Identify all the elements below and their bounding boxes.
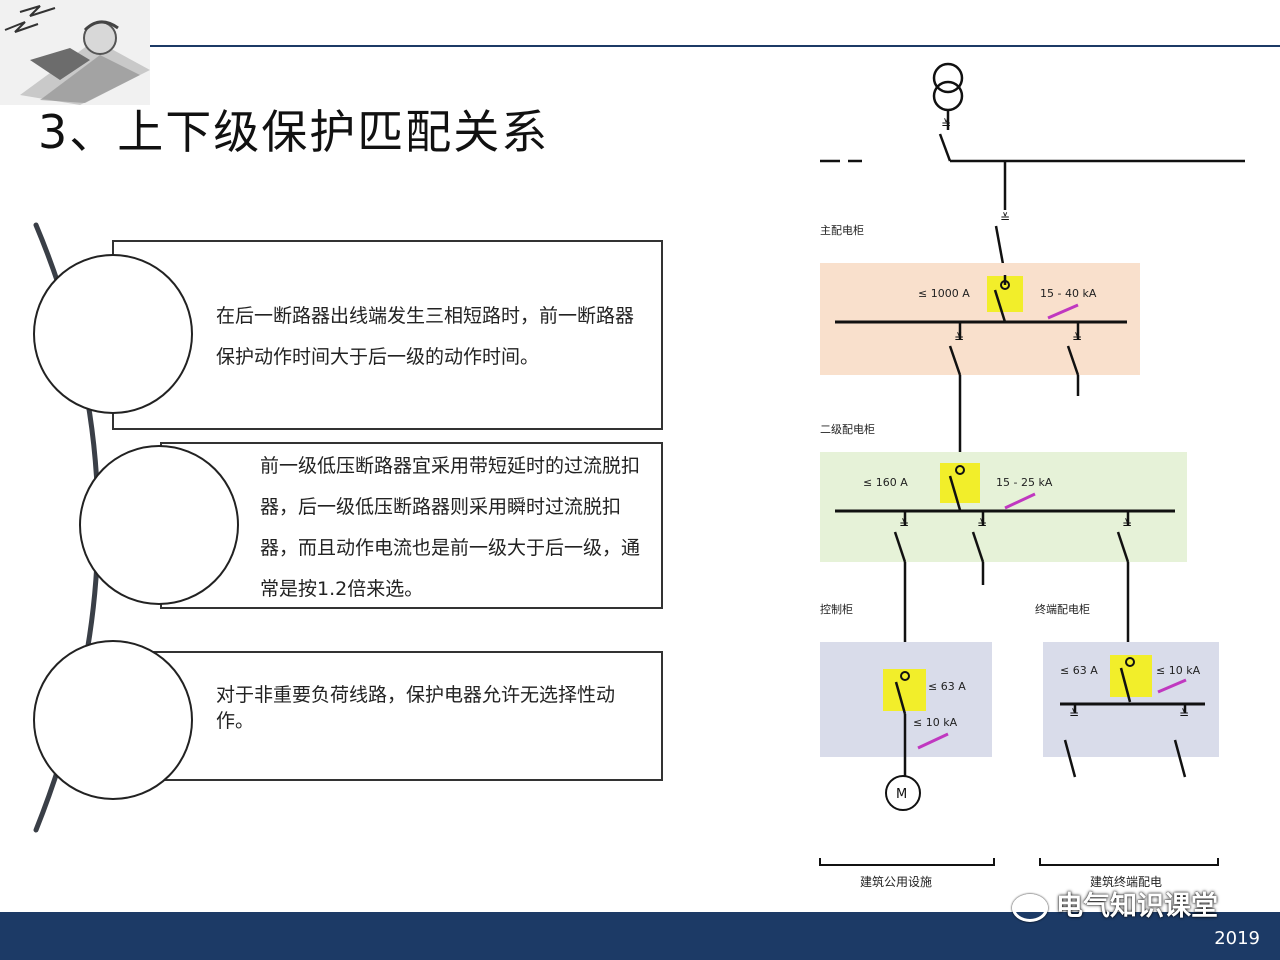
year-label: 2019 — [1214, 928, 1260, 949]
svg-text:≚: ≚ — [1069, 707, 1079, 721]
secondary-short-label: 15 - 25 kA — [996, 476, 1053, 489]
watermark: 电气知识课堂 — [1012, 884, 1218, 923]
motor-label: M — [896, 787, 907, 802]
main-short-label: 15 - 40 kA — [1040, 287, 1097, 300]
secondary-panel-label: 二级配电柜 — [820, 423, 875, 436]
motor-icon — [885, 775, 921, 811]
item-text-3: 对于非重要负荷线路，保护电器允许无选择性动作。 — [216, 684, 616, 732]
svg-text:≚: ≚ — [954, 331, 964, 345]
control-short-label: ≤ 10 kA — [913, 716, 958, 729]
item-circle-3 — [33, 640, 193, 800]
secondary-current-label: ≤ 160 A — [863, 476, 908, 489]
terminal-breaker-highlight — [1110, 655, 1152, 697]
terminal-current-label: ≤ 63 A — [1060, 664, 1098, 677]
page-title: 3、上下级保护匹配关系 — [38, 105, 550, 159]
secondary-panel — [820, 452, 1187, 562]
svg-text:≚: ≚ — [1179, 707, 1189, 721]
terminal-panel-label: 终端配电柜 — [1035, 602, 1090, 616]
secondary-breaker-highlight — [940, 463, 980, 503]
item-circle-2 — [79, 445, 239, 605]
bottom-left-label: 建筑公用设施 — [860, 874, 932, 889]
svg-text:≚: ≚ — [1072, 331, 1082, 345]
svg-text:≚: ≚ — [1000, 211, 1010, 225]
main-panel — [820, 263, 1140, 375]
electrician-illustration-icon — [4, 5, 150, 105]
control-panel-label: 控制柜 — [820, 602, 853, 616]
svg-text:≚: ≚ — [977, 517, 987, 531]
transformer-icon — [932, 62, 964, 130]
terminal-short-label: ≤ 10 kA — [1156, 664, 1201, 677]
wechat-icon — [1012, 893, 1048, 922]
footer-bar — [0, 912, 1280, 960]
svg-text:≚: ≚ — [941, 117, 951, 131]
logo — [0, 0, 150, 105]
item-circle-1 — [33, 254, 193, 414]
header-divider — [150, 45, 1280, 47]
protection-diagram: ≚ ≚ 主配电柜 ≤ 1000 A 15 - 40 kA ≚ ≚ 二级配电柜 ≤… — [819, 62, 1245, 889]
control-current-label: ≤ 63 A — [928, 680, 966, 693]
svg-text:≚: ≚ — [1122, 517, 1132, 531]
item-box-1 — [112, 240, 663, 430]
item-box-2 — [160, 442, 663, 609]
item-text-1: 在后一断路器出线端发生三相短路时，前一断路器保护动作时间大于后一级的动作时间。 — [216, 305, 635, 368]
main-panel-label: 主配电柜 — [820, 224, 864, 237]
control-breaker-highlight — [883, 669, 926, 711]
svg-text:≚: ≚ — [899, 517, 909, 531]
main-current-label: ≤ 1000 A — [918, 287, 970, 300]
item-text-2: 前一级低压断路器宜采用带短延时的过流脱扣器，后一级低压断路器则采用瞬时过流脱扣器… — [260, 455, 641, 600]
bottom-right-label: 建筑终端配电 — [1090, 874, 1162, 889]
watermark-text: 电气知识课堂 — [1056, 891, 1218, 922]
item-box-3 — [112, 651, 663, 781]
